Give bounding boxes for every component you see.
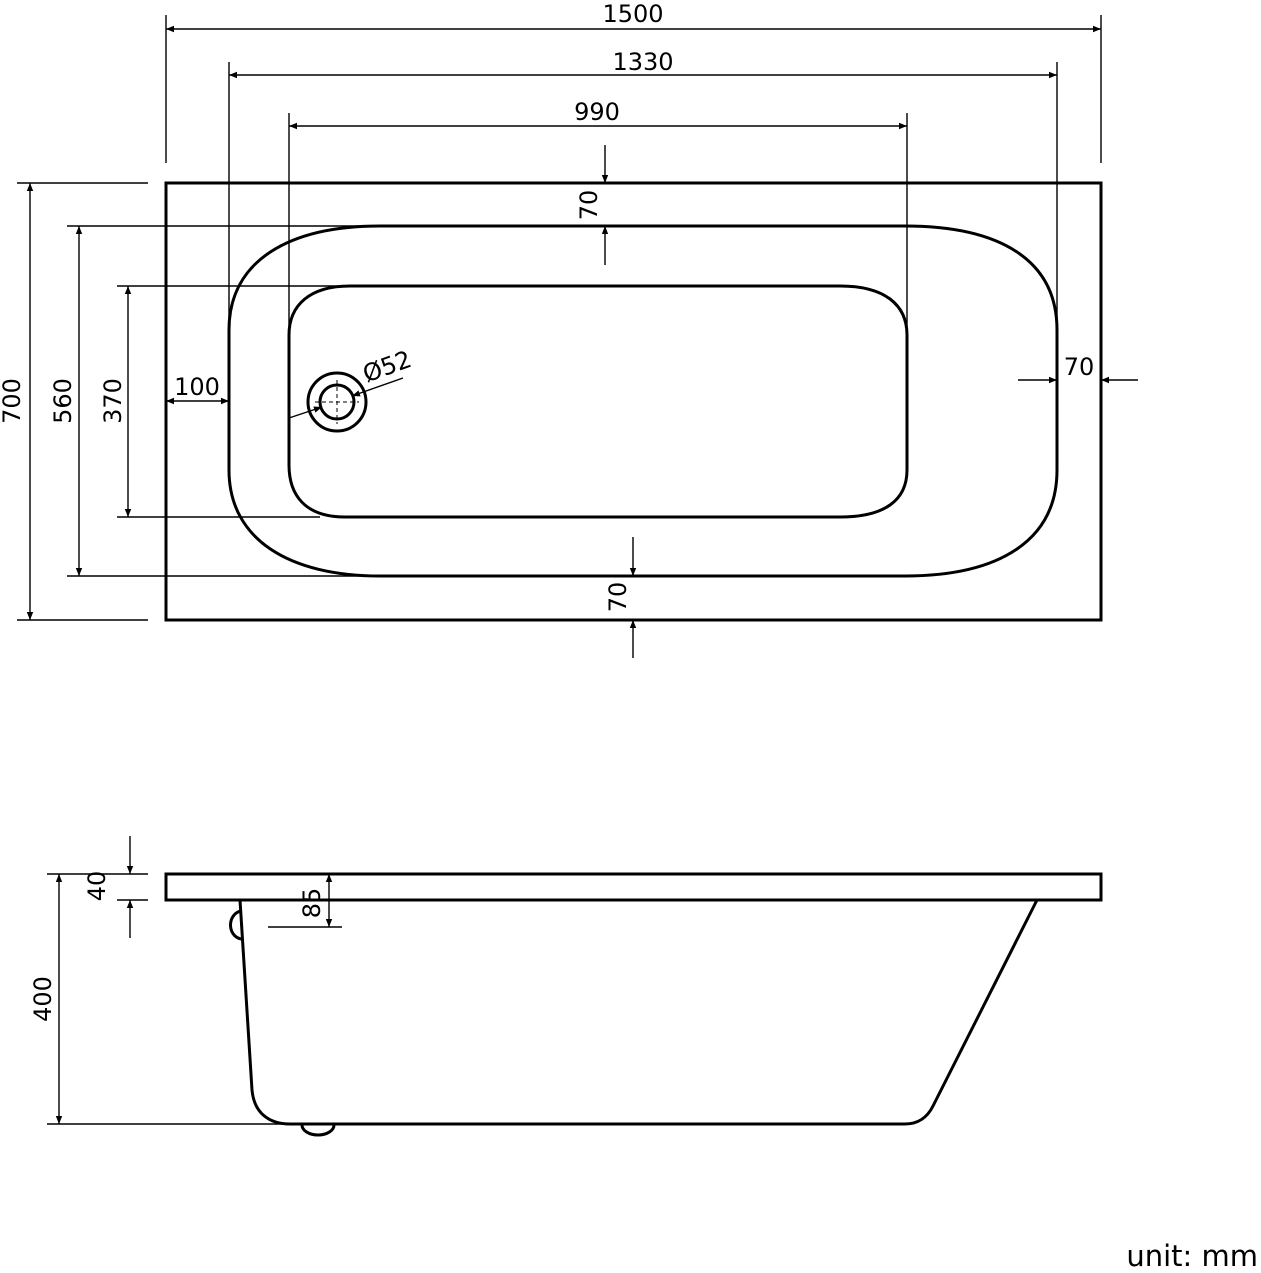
- dim-overflow-depth: 85: [268, 874, 342, 928]
- dim-rim-inner-length: 1330: [228, 48, 1058, 330]
- svg-text:1330: 1330: [612, 48, 673, 76]
- top-view: Ø52 1500 1330 990 70: [0, 0, 1138, 658]
- dim-overall-length: 1500: [165, 0, 1102, 163]
- svg-text:400: 400: [29, 976, 57, 1022]
- svg-text:70: 70: [604, 582, 632, 613]
- svg-text:560: 560: [49, 378, 77, 424]
- side-view: 40 400 85: [29, 836, 1103, 1137]
- rim-profile: [164, 872, 1103, 902]
- tub-body-profile: [238, 899, 1039, 1126]
- dim-left-rim: 100: [166, 373, 229, 405]
- dim-rim-inner-width: 560: [49, 225, 380, 577]
- svg-text:990: 990: [574, 98, 620, 126]
- svg-text:1500: 1500: [602, 0, 663, 28]
- dim-rim-thickness: 40: [47, 836, 148, 938]
- waste-drain: Ø52: [288, 345, 415, 433]
- dim-overall-height: 400: [29, 874, 290, 1125]
- svg-text:100: 100: [174, 373, 220, 401]
- dim-basin-floor-width: 370: [99, 285, 350, 518]
- svg-text:70: 70: [575, 190, 603, 221]
- svg-text:700: 700: [0, 378, 26, 424]
- svg-text:70: 70: [1064, 353, 1095, 381]
- overflow-profile: [229, 909, 244, 941]
- dim-overall-width: 700: [0, 182, 148, 621]
- basin-floor-outline: [287, 284, 909, 519]
- waste-profile: [300, 1124, 336, 1137]
- basin-outline: [227, 224, 1059, 578]
- svg-text:85: 85: [298, 888, 326, 919]
- dim-basin-floor-length: 990: [288, 98, 908, 330]
- unit-label: unit: mm: [1126, 1239, 1258, 1273]
- dim-bottom-rim: 70: [604, 537, 637, 658]
- dim-top-rim: 70: [575, 145, 609, 265]
- dim-right-rim: 70: [1018, 353, 1138, 384]
- svg-text:40: 40: [83, 871, 111, 902]
- svg-text:370: 370: [99, 378, 127, 424]
- waste-diameter-label: Ø52: [359, 345, 415, 388]
